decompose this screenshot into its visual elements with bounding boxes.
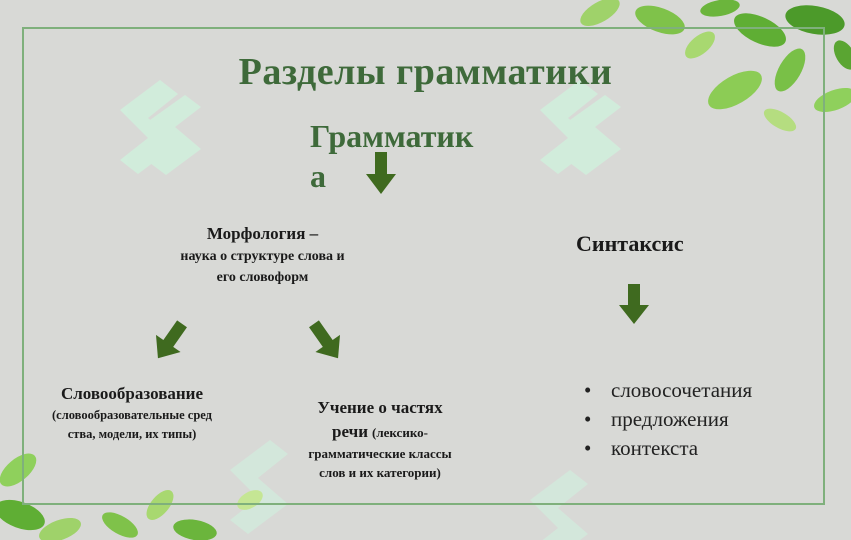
morphology-definition-line2: его словоформ [216, 270, 309, 285]
list-item: • словосочетания [582, 376, 782, 405]
root-node-grammar: Грамматика [310, 118, 474, 194]
leaves-decoration-bottom-left [0, 453, 263, 540]
word-formation-heading: Словообразование [60, 384, 204, 403]
syntax-items-list: • словосочетания • предложения • контекс… [582, 376, 782, 463]
parts-of-speech-heading: Учение о частях речи [317, 398, 443, 441]
morphology-heading: Морфология – [206, 224, 319, 243]
list-item: • контекста [582, 434, 782, 463]
syntax-item-label: предложения [611, 407, 729, 431]
bullet-icon: • [584, 378, 592, 402]
parts-of-speech-note: (лексико-грамматические классы слов и их… [308, 425, 452, 480]
syntax-item-label: контекста [611, 436, 699, 460]
bullet-icon: • [584, 436, 592, 460]
syntax-item-label: словосочетания [611, 378, 753, 402]
list-item: • предложения [582, 405, 782, 434]
watermark-logo [230, 440, 588, 540]
down-left-arrow-icon [155, 320, 187, 359]
down-right-arrow-icon [309, 320, 341, 359]
watermark-logo [540, 80, 621, 175]
syntax-node-heading: Синтаксис [576, 231, 684, 256]
morphology-definition-line1: наука о структуре слова и [180, 249, 345, 264]
down-arrow-icon [366, 152, 396, 194]
word-formation-note: (словообразовательные средства, модели, … [52, 408, 212, 441]
bullet-icon: • [584, 407, 592, 431]
down-arrow-icon [619, 284, 649, 324]
word-formation-node: Словообразование (словообразовательные с… [52, 382, 212, 444]
morphology-node: Морфология – наука о структуре слова и е… [140, 222, 385, 288]
parts-of-speech-node: Учение о частях речи (лексико-грамматиче… [300, 396, 460, 482]
slide-title: Разделы грамматики [238, 51, 613, 93]
slide-frame [22, 27, 825, 505]
watermark-logo [120, 80, 201, 175]
